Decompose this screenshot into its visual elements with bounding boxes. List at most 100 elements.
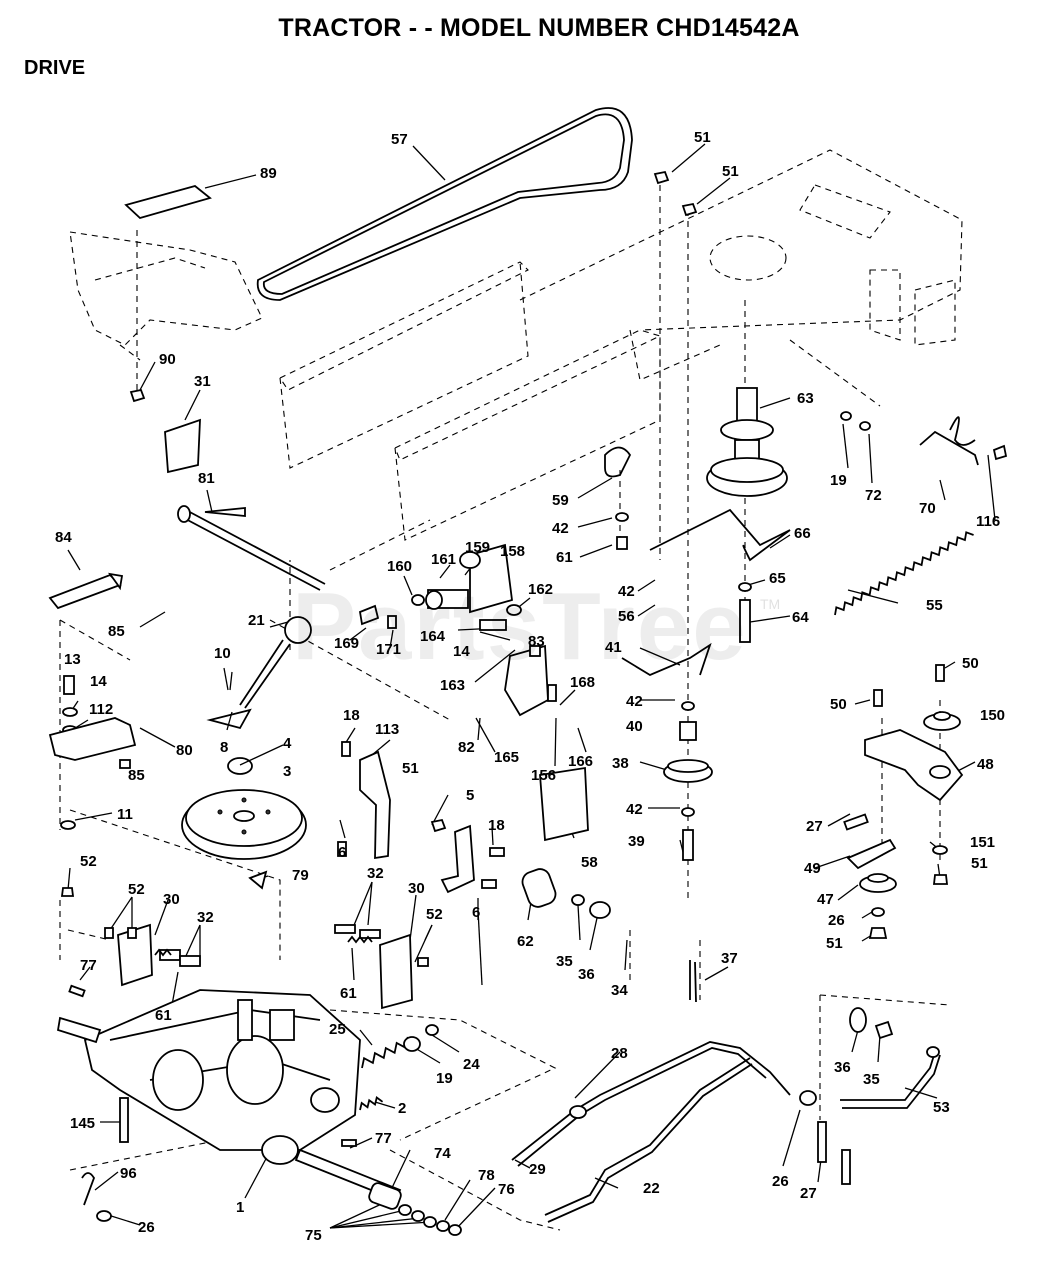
label-113: 113 xyxy=(375,721,399,738)
pulley-63 xyxy=(706,387,788,497)
label-76: 76 xyxy=(498,1181,515,1198)
lever-84 xyxy=(48,573,122,610)
label-27: 27 xyxy=(806,818,823,835)
label-32: 32 xyxy=(197,909,214,926)
label-25: 25 xyxy=(329,1021,346,1038)
label-89: 89 xyxy=(260,165,277,182)
label-34: 34 xyxy=(611,982,628,999)
label-156: 156 xyxy=(531,767,556,784)
label-11: 11 xyxy=(117,806,133,823)
label-77: 77 xyxy=(80,957,97,974)
rod-53 xyxy=(840,1051,936,1101)
label-10: 10 xyxy=(214,645,231,662)
decal-89 xyxy=(124,185,212,220)
label-64: 64 xyxy=(792,609,809,626)
label-162: 162 xyxy=(528,581,553,598)
roller-62 xyxy=(521,868,557,908)
label-116: 116 xyxy=(976,513,1000,530)
rod-41 xyxy=(621,642,712,677)
nut-51b xyxy=(681,202,698,217)
label-63: 63 xyxy=(797,390,814,407)
label-59: 59 xyxy=(552,492,569,509)
label-38: 38 xyxy=(612,755,629,772)
label-61: 61 xyxy=(340,985,357,1002)
label-96: 96 xyxy=(120,1165,137,1182)
label-57: 57 xyxy=(391,131,408,148)
bracket-30a xyxy=(117,923,153,987)
label-150: 150 xyxy=(980,707,1005,724)
label-52: 52 xyxy=(426,906,443,923)
label-48: 48 xyxy=(977,756,994,773)
knob-21 xyxy=(284,616,312,644)
label-47: 47 xyxy=(817,891,834,908)
label-161: 161 xyxy=(431,551,456,568)
label-27: 27 xyxy=(800,1185,817,1202)
bracket-5 xyxy=(440,824,475,894)
label-22: 22 xyxy=(643,1180,660,1197)
bracket-49 xyxy=(846,838,897,870)
transaxle-1 xyxy=(56,989,402,1202)
label-85: 85 xyxy=(128,767,145,784)
label-53: 53 xyxy=(933,1099,950,1116)
rod-70 xyxy=(919,416,979,466)
label-171: 171 xyxy=(376,641,401,658)
label-80: 80 xyxy=(176,742,193,759)
label-5: 5 xyxy=(466,787,474,804)
label-51: 51 xyxy=(826,935,843,952)
label-160: 160 xyxy=(387,558,412,575)
clip-59 xyxy=(604,446,632,478)
label-52: 52 xyxy=(80,853,97,870)
label-31: 31 xyxy=(194,373,211,390)
pulley-3 xyxy=(181,789,307,860)
label-36: 36 xyxy=(834,1059,851,1076)
parts xyxy=(48,107,1008,1236)
label-18: 18 xyxy=(488,817,505,834)
label-35: 35 xyxy=(863,1071,880,1088)
label-169: 169 xyxy=(334,635,359,652)
bracket-31 xyxy=(164,418,201,474)
label-39: 39 xyxy=(628,833,645,850)
label-26: 26 xyxy=(828,912,845,929)
rod-66 xyxy=(649,508,791,562)
label-158: 158 xyxy=(500,543,525,560)
label-30: 30 xyxy=(408,880,425,897)
label-62: 62 xyxy=(517,933,534,950)
rod-22 xyxy=(544,1057,751,1216)
shaft-81 xyxy=(179,509,326,591)
label-165: 165 xyxy=(494,749,519,766)
label-13: 13 xyxy=(64,651,81,668)
label-40: 40 xyxy=(626,718,643,735)
shift-lever-8 xyxy=(206,639,291,730)
label-65: 65 xyxy=(769,570,786,587)
part-number-labels: 57 51 51 89 90 31 63 19 72 70 116 81 59 … xyxy=(55,129,1005,1244)
label-8: 8 xyxy=(220,739,228,756)
label-1: 1 xyxy=(236,1199,244,1216)
label-72: 72 xyxy=(865,487,882,504)
label-151: 151 xyxy=(970,834,995,851)
plate-80 xyxy=(48,717,137,761)
label-26: 26 xyxy=(138,1219,155,1236)
label-164: 164 xyxy=(420,628,446,645)
label-24: 24 xyxy=(463,1056,480,1073)
spring-55 xyxy=(834,531,974,616)
bracket-165 xyxy=(504,644,549,717)
label-166: 166 xyxy=(568,753,593,770)
label-29: 29 xyxy=(529,1161,546,1178)
label-52: 52 xyxy=(128,881,145,898)
label-75: 75 xyxy=(305,1227,322,1244)
label-145: 145 xyxy=(70,1115,95,1132)
label-14: 14 xyxy=(90,673,107,690)
label-50: 50 xyxy=(830,696,847,713)
label-30: 30 xyxy=(163,891,180,908)
page-title: TRACTOR - - MODEL NUMBER CHD14542A xyxy=(278,14,800,42)
section-title: DRIVE xyxy=(24,57,86,79)
shield-58 xyxy=(539,766,589,842)
label-49: 49 xyxy=(804,860,821,877)
label-35: 35 xyxy=(556,953,573,970)
label-32: 32 xyxy=(367,865,384,882)
label-6: 6 xyxy=(338,844,346,861)
label-36: 36 xyxy=(578,966,595,983)
label-90: 90 xyxy=(159,351,176,368)
label-42: 42 xyxy=(626,801,643,818)
